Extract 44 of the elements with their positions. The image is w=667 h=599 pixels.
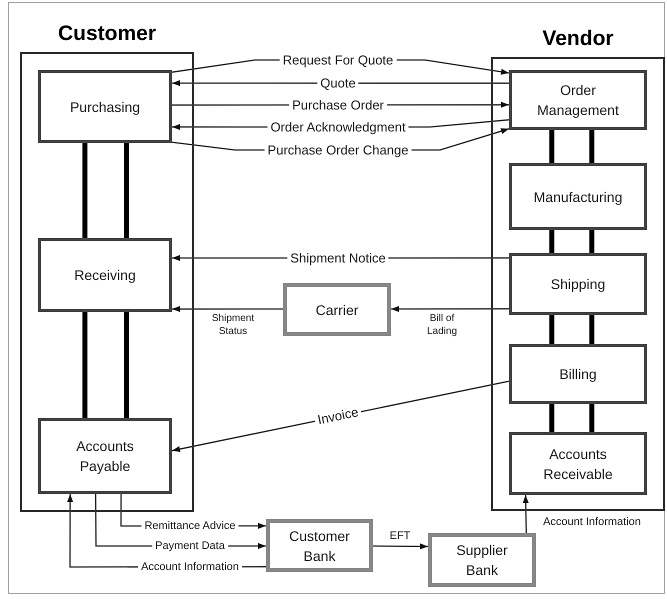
box-label: Carrier bbox=[316, 300, 358, 320]
box-label: Shipping bbox=[550, 275, 606, 294]
connector-line bbox=[589, 130, 594, 163]
connector-line bbox=[549, 230, 554, 253]
connector-line bbox=[124, 143, 129, 238]
process-box bbox=[38, 418, 172, 494]
edge-label: EFT bbox=[390, 528, 410, 544]
connector-line bbox=[82, 143, 88, 238]
process-box bbox=[38, 238, 172, 312]
process-box bbox=[509, 432, 647, 495]
process-box bbox=[509, 70, 647, 130]
edge-label: Account Information bbox=[543, 514, 641, 530]
arrow bbox=[391, 306, 509, 312]
arrow bbox=[522, 494, 529, 534]
box-label: Customer Bank bbox=[288, 526, 351, 566]
box-label: Accounts Payable bbox=[75, 437, 135, 476]
box-label: Order Management bbox=[536, 81, 620, 120]
process-box bbox=[509, 163, 647, 230]
box-label: Receiving bbox=[74, 266, 136, 285]
connector-line bbox=[124, 312, 129, 418]
connector-line bbox=[589, 315, 594, 344]
arrow bbox=[172, 306, 283, 312]
process-box bbox=[509, 253, 647, 315]
process-box bbox=[509, 344, 647, 404]
connector-line bbox=[549, 130, 554, 163]
entity-box bbox=[283, 283, 391, 336]
connector-line bbox=[549, 404, 554, 432]
connector-line bbox=[589, 230, 594, 253]
box-label: Purchasing bbox=[70, 98, 140, 116]
connector-line bbox=[549, 315, 554, 344]
section-heading: Vendor bbox=[541, 26, 615, 52]
edge-label: Bill of Lading bbox=[426, 312, 458, 338]
arrow bbox=[373, 543, 428, 550]
box-label: Billing bbox=[559, 365, 597, 384]
box-label: Supplier Bank bbox=[455, 541, 509, 580]
connector-line bbox=[82, 312, 88, 418]
edge-label: Shipment Status bbox=[210, 312, 256, 338]
entity-box bbox=[428, 533, 536, 587]
box-label: Manufacturing bbox=[534, 188, 622, 206]
process-box bbox=[38, 70, 172, 143]
section-heading: Customer bbox=[56, 21, 158, 47]
box-label: Accounts Receivable bbox=[542, 444, 614, 484]
connector-line bbox=[589, 404, 594, 432]
entity-box bbox=[266, 519, 373, 572]
